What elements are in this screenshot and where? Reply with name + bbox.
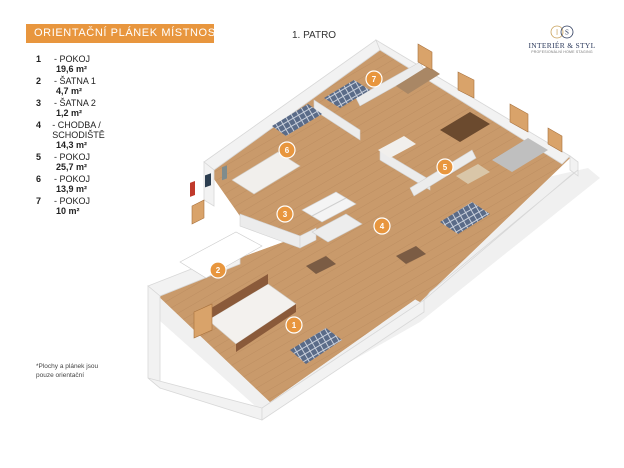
room-marker-5: 5	[436, 158, 454, 176]
legend-item: 6 - POKOJ 13,9 m²	[36, 174, 146, 194]
room1-bed	[207, 274, 297, 352]
legend-number: 3	[36, 98, 42, 108]
room2-wardrobe	[179, 165, 263, 279]
corridor-chairs	[306, 246, 426, 274]
legend-number: 4	[36, 120, 42, 130]
svg-text:1: 1	[292, 321, 297, 330]
windows	[191, 43, 563, 339]
legend-item: 2 - ŠATNA 1 4,7 m²	[36, 76, 146, 96]
room1-rug	[290, 328, 342, 364]
legend-number: 2	[36, 76, 42, 86]
legend-item: 4 - CHODBA / SCHODIŠTĚ 14,3 m²	[36, 120, 146, 150]
legend-room-name: - POKOJ	[54, 54, 91, 64]
svg-text:3: 3	[283, 210, 288, 219]
svg-text:7: 7	[372, 75, 377, 84]
legend-item: 1 - POKOJ 19,6 m²	[36, 54, 146, 74]
svg-text:4: 4	[380, 222, 385, 231]
company-logo: I S INTERIÉR & STYL PROFESIONÁLNÍ HOME S…	[512, 24, 612, 60]
legend-room-area: 19,6 m²	[56, 64, 88, 74]
staircase	[301, 191, 363, 243]
legend-room-area: 10 m²	[56, 206, 80, 216]
legend-room-area: 4,7 m²	[56, 86, 83, 96]
legend-item: 7 - POKOJ 10 m²	[36, 196, 146, 216]
svg-text:5: 5	[443, 163, 448, 172]
legend-room-area: 13,9 m²	[56, 184, 88, 194]
legend-number: 6	[36, 174, 42, 184]
room-legend: 1 - POKOJ 19,6 m² 2 - ŠATNA 1 4,7 m² 3 - ŠA…	[36, 54, 146, 218]
disclaimer-note: *Plochy a plánek jsou pouze orientační	[36, 363, 99, 379]
logo-monogram-left: I	[556, 29, 559, 37]
legend-room-area: 1,2 m²	[56, 108, 83, 118]
legend-room-area: 25,7 m²	[56, 162, 88, 172]
logo-name: INTERIÉR & STYL	[528, 41, 596, 50]
plan-title: ORIENTAČNÍ PLÁNEK MÍSTNOSTÍ	[26, 24, 226, 43]
room5-furniture	[378, 112, 548, 234]
legend-number: 5	[36, 152, 42, 162]
legend-room-name: - ŠATNA 1	[54, 76, 96, 86]
floor-label: 1. PATRO	[292, 30, 337, 41]
svg-text:6: 6	[285, 146, 290, 155]
legend-room-name: - ŠATNA 2	[54, 98, 96, 108]
legend-item: 3 - ŠATNA 2 1,2 m²	[36, 98, 146, 118]
room6-bed	[231, 104, 322, 195]
svg-text:2: 2	[216, 266, 221, 275]
logo-tagline: PROFESIONÁLNÍ HOME STAGING	[531, 50, 593, 54]
legend-room-name: - POKOJ	[54, 196, 91, 206]
legend-room-name: - POKOJ	[54, 152, 91, 162]
logo-monogram-icon: I S	[550, 25, 574, 39]
legend-room-name: - POKOJ	[54, 174, 91, 184]
room-marker-7: 7	[365, 70, 383, 88]
room-marker-3: 3	[276, 205, 294, 223]
legend-room-name: - CHODBA / SCHODIŠTĚ	[52, 120, 105, 140]
legend-room-area: 14,3 m²	[56, 140, 88, 150]
room-marker-1: 1	[285, 316, 303, 334]
room7-furniture	[324, 66, 440, 108]
legend-item: 5 - POKOJ 25,7 m²	[36, 152, 146, 172]
room-marker-6: 6	[278, 141, 296, 159]
room-marker-2: 2	[209, 261, 227, 279]
legend-number: 7	[36, 196, 42, 206]
logo-monogram-right: S	[565, 29, 569, 37]
room-marker-4: 4	[373, 217, 391, 235]
legend-number: 1	[36, 54, 42, 64]
